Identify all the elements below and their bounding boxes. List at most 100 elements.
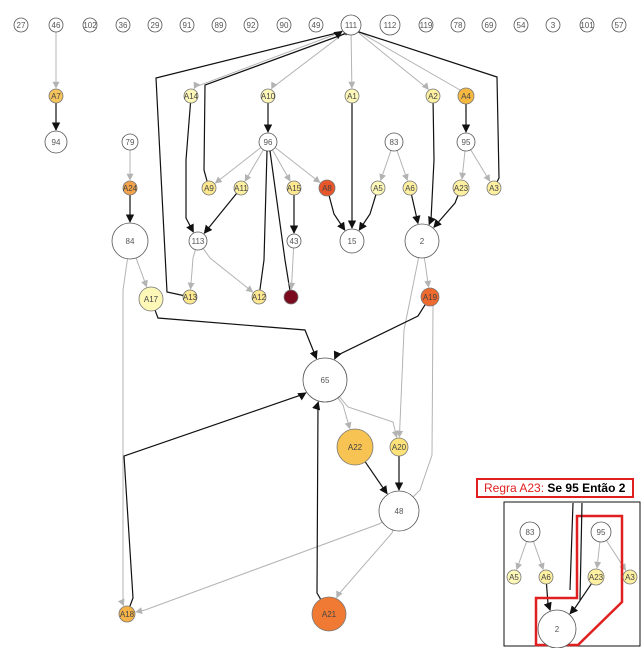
node-circle-A13[interactable] (182, 289, 198, 305)
node-A21[interactable]: A21 (311, 596, 347, 632)
node-94[interactable]: 94 (44, 130, 68, 154)
node-circle-A23[interactable] (452, 179, 470, 197)
node-A22[interactable]: A22 (336, 428, 374, 466)
node-circle-91[interactable] (179, 17, 195, 33)
node-83[interactable]: 83 (384, 132, 404, 152)
node-circle-A4[interactable] (457, 87, 475, 105)
node-circle-A18[interactable] (118, 605, 136, 623)
node-circle-119[interactable] (418, 17, 434, 33)
node-circle-c95[interactable] (590, 521, 612, 543)
node-cA6[interactable]: A6 (538, 569, 554, 585)
node-circle-49[interactable] (308, 17, 324, 33)
node-circle-cA5[interactable] (506, 569, 522, 585)
node-circle-54[interactable] (513, 17, 529, 33)
node-circle-3[interactable] (545, 17, 561, 33)
node-circle-46[interactable] (48, 17, 64, 33)
node-dark[interactable] (283, 289, 299, 305)
node-circle-A3[interactable] (486, 180, 502, 196)
node-circle-c83[interactable] (519, 521, 541, 543)
node-A5[interactable]: A5 (370, 180, 386, 196)
node-circle-A15[interactable] (286, 180, 302, 196)
node-15[interactable]: 15 (339, 228, 365, 254)
node-circle-94[interactable] (44, 130, 68, 154)
node-circle-89[interactable] (211, 17, 227, 33)
node-A7[interactable]: A7 (48, 88, 64, 104)
node-circle-A22[interactable] (336, 428, 374, 466)
node-circle-2[interactable] (404, 223, 440, 259)
node-circle-A2[interactable] (425, 88, 441, 104)
node-circle-79[interactable] (121, 133, 139, 151)
node-92[interactable]: 92 (243, 17, 259, 33)
node-circle-cA23[interactable] (587, 568, 605, 586)
node-A11[interactable]: A11 (233, 180, 249, 196)
node-48[interactable]: 48 (378, 490, 420, 532)
node-circle-95[interactable] (456, 132, 476, 152)
node-49[interactable]: 49 (308, 17, 324, 33)
node-cA23[interactable]: A23 (587, 568, 605, 586)
node-circle-78[interactable] (450, 17, 466, 33)
node-circle-A20[interactable] (389, 437, 409, 457)
node-A1[interactable]: A1 (344, 88, 360, 104)
node-circle-A10[interactable] (260, 88, 276, 104)
node-A14[interactable]: A14 (183, 88, 199, 104)
node-circle-57[interactable] (611, 17, 627, 33)
node-circle-A9[interactable] (201, 180, 217, 196)
node-circle-92[interactable] (243, 17, 259, 33)
node-c2[interactable]: 2 (537, 609, 577, 648)
node-circle-65[interactable] (302, 357, 348, 403)
node-113[interactable]: 113 (188, 231, 208, 251)
node-circle-113[interactable] (188, 231, 208, 251)
node-A6[interactable]: A6 (402, 180, 418, 196)
node-90[interactable]: 90 (276, 17, 292, 33)
node-circle-A24[interactable] (122, 180, 138, 196)
node-circle-48[interactable] (378, 490, 420, 532)
node-79[interactable]: 79 (121, 133, 139, 151)
node-circle-29[interactable] (147, 17, 163, 33)
node-circle-84[interactable] (111, 222, 149, 260)
node-112[interactable]: 112 (379, 14, 401, 36)
node-65[interactable]: 65 (302, 357, 348, 403)
node-27[interactable]: 27 (13, 17, 29, 33)
node-circle-102[interactable] (82, 17, 98, 33)
node-119[interactable]: 119 (418, 17, 434, 33)
node-91[interactable]: 91 (179, 17, 195, 33)
node-A17[interactable]: A17 (138, 286, 164, 312)
node-circle-A19[interactable] (420, 287, 440, 307)
node-c95[interactable]: 95 (590, 521, 612, 543)
node-46[interactable]: 46 (48, 17, 64, 33)
node-circle-A8[interactable] (318, 179, 336, 197)
node-111[interactable]: 111 (340, 14, 362, 36)
node-43[interactable]: 43 (286, 233, 302, 249)
node-circle-A1[interactable] (344, 88, 360, 104)
node-A2[interactable]: A2 (425, 88, 441, 104)
node-2[interactable]: 2 (404, 223, 440, 259)
node-3[interactable]: 3 (545, 17, 561, 33)
node-circle-A11[interactable] (233, 180, 249, 196)
node-A18[interactable]: A18 (118, 605, 136, 623)
node-circle-A7[interactable] (48, 88, 64, 104)
node-circle-cA3[interactable] (622, 569, 638, 585)
node-84[interactable]: 84 (111, 222, 149, 260)
node-A10[interactable]: A10 (260, 88, 276, 104)
node-circle-c2[interactable] (537, 609, 577, 648)
node-A3[interactable]: A3 (486, 180, 502, 196)
node-29[interactable]: 29 (147, 17, 163, 33)
node-A24[interactable]: A24 (122, 180, 138, 196)
node-A23[interactable]: A23 (452, 179, 470, 197)
node-A4[interactable]: A4 (457, 87, 475, 105)
node-89[interactable]: 89 (211, 17, 227, 33)
node-circle-A6[interactable] (402, 180, 418, 196)
node-circle-A17[interactable] (138, 286, 164, 312)
node-A15[interactable]: A15 (286, 180, 302, 196)
node-54[interactable]: 54 (513, 17, 529, 33)
node-102[interactable]: 102 (82, 17, 98, 33)
node-cA5[interactable]: A5 (506, 569, 522, 585)
node-A9[interactable]: A9 (201, 180, 217, 196)
node-circle-101[interactable] (579, 17, 595, 33)
node-circle-cA6[interactable] (538, 569, 554, 585)
node-circle-69[interactable] (481, 17, 497, 33)
node-circle-96[interactable] (258, 132, 278, 152)
node-circle-27[interactable] (13, 17, 29, 33)
node-57[interactable]: 57 (611, 17, 627, 33)
node-circle-A21[interactable] (311, 596, 347, 632)
